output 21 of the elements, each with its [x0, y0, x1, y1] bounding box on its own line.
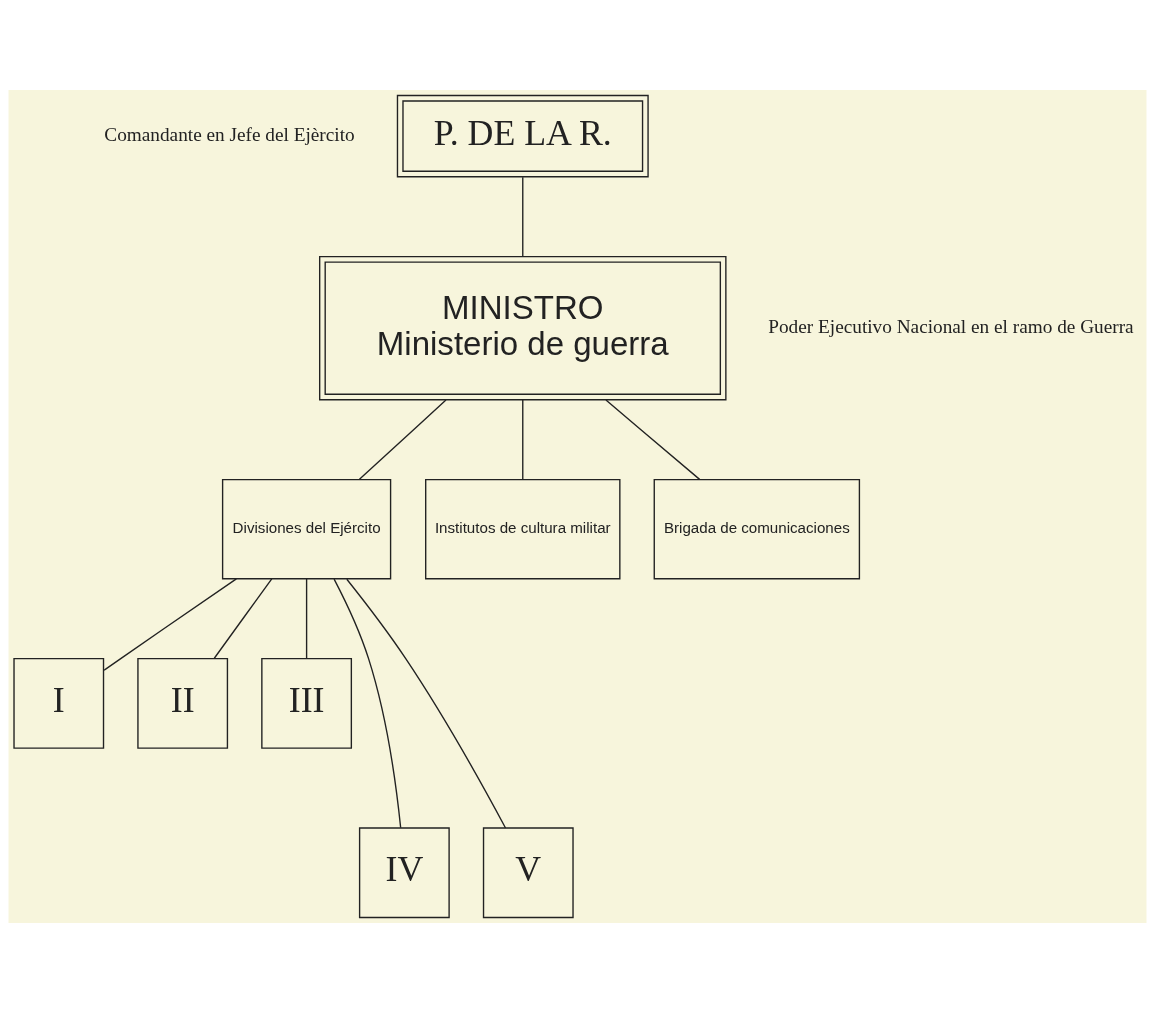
node-box: II — [137, 657, 229, 749]
node-box: IV — [358, 827, 450, 919]
connector — [213, 578, 273, 659]
node-box: Divisiones del Ejército — [221, 478, 392, 580]
node-box: P. DE LA R. — [396, 94, 649, 178]
connector — [333, 578, 402, 829]
connector — [522, 176, 524, 258]
connector — [346, 578, 507, 829]
node-box: Institutos de cultura militar — [425, 478, 621, 580]
connector — [605, 399, 701, 481]
connector — [358, 399, 447, 481]
node-box: Brigada de comunicaciones — [653, 478, 861, 580]
label: Poder Ejecutivo Nacional en el ramo de Guerra — [768, 316, 1134, 338]
node-box: V — [482, 827, 574, 919]
node-box: MINISTRO Ministerio de guerra — [319, 255, 727, 401]
node-box: III — [261, 657, 353, 749]
connector — [305, 578, 308, 659]
connector — [522, 399, 524, 481]
node-box: I — [13, 657, 105, 749]
connector — [103, 578, 238, 671]
node-label: Comandante en Jefe del Ejèrcito — [104, 124, 355, 146]
